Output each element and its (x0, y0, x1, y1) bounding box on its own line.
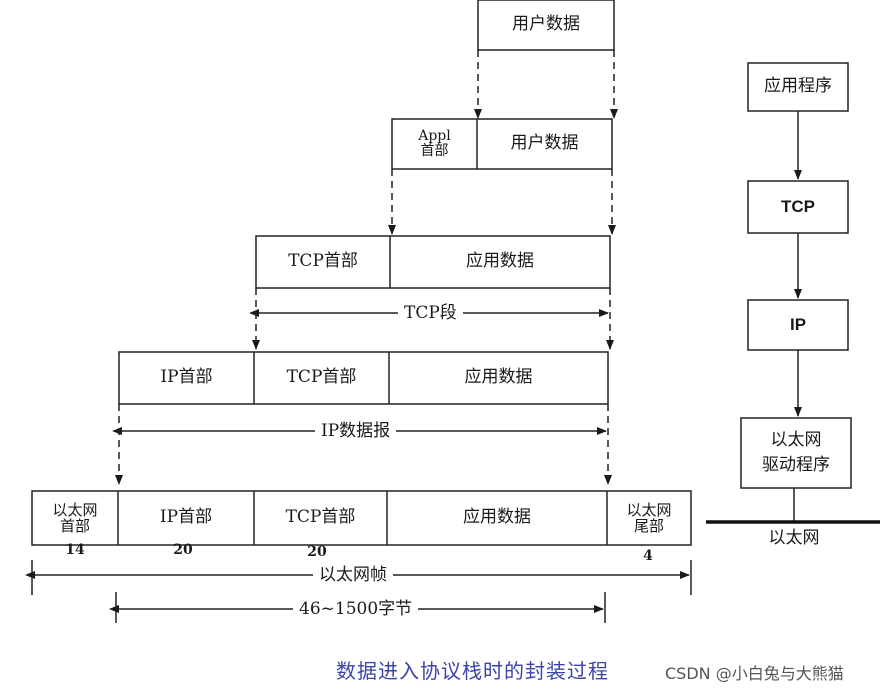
app-data-cell: 应用数据 (464, 367, 533, 388)
size-ip-header: 20 (173, 542, 193, 558)
stack-driver-label: 以太网 驱动程序 (762, 429, 830, 476)
tcp-segment-label: TCP段 (398, 303, 463, 323)
figure-caption: 数据进入协议栈时的封装过程 (336, 659, 609, 683)
stack-app-label: 应用程序 (764, 76, 832, 97)
stack-tcp-label: TCP (781, 197, 815, 217)
tcp-header-cell: TCP首部 (286, 367, 357, 388)
ip-datagram-label: IP数据报 (315, 421, 397, 441)
tcp-header-cell: TCP首部 (288, 251, 358, 272)
size-ethernet-header: 14 (65, 542, 85, 558)
ethernet-bus-label: 以太网 (768, 528, 820, 549)
app-data-cell: 应用数据 (463, 507, 531, 528)
tcp-row-box (255, 235, 611, 289)
size-tcp-header: 20 (307, 544, 327, 560)
user-data-cell: 用户数据 (512, 14, 580, 35)
app-row-box (391, 118, 613, 170)
user-data-box (477, 0, 615, 51)
ethernet-row-box (31, 490, 692, 546)
ip-row-box (118, 351, 609, 405)
ethernet-header-cell: 以太网 首部 (52, 500, 98, 535)
ethernet-frame-label: 以太网帧 (313, 565, 393, 585)
payload-size-label: 46~1500字节 (293, 599, 419, 619)
size-ethernet-trailer: 4 (643, 548, 653, 564)
stack-ip-label: IP (789, 315, 807, 335)
ip-header-cell: IP首部 (160, 367, 213, 388)
app-data-cell: 应用数据 (466, 251, 534, 272)
ip-header-cell: IP首部 (159, 507, 213, 528)
watermark: CSDN @小白兔与大熊猫 (665, 664, 844, 683)
ethernet-trailer-cell: 以太网 尾部 (626, 500, 672, 535)
user-data-cell: 用户数据 (510, 133, 579, 154)
appl-header-cell: Appl 首部 (418, 128, 451, 159)
stack-driver-box (740, 417, 852, 489)
tcp-header-cell: TCP首部 (285, 507, 356, 528)
